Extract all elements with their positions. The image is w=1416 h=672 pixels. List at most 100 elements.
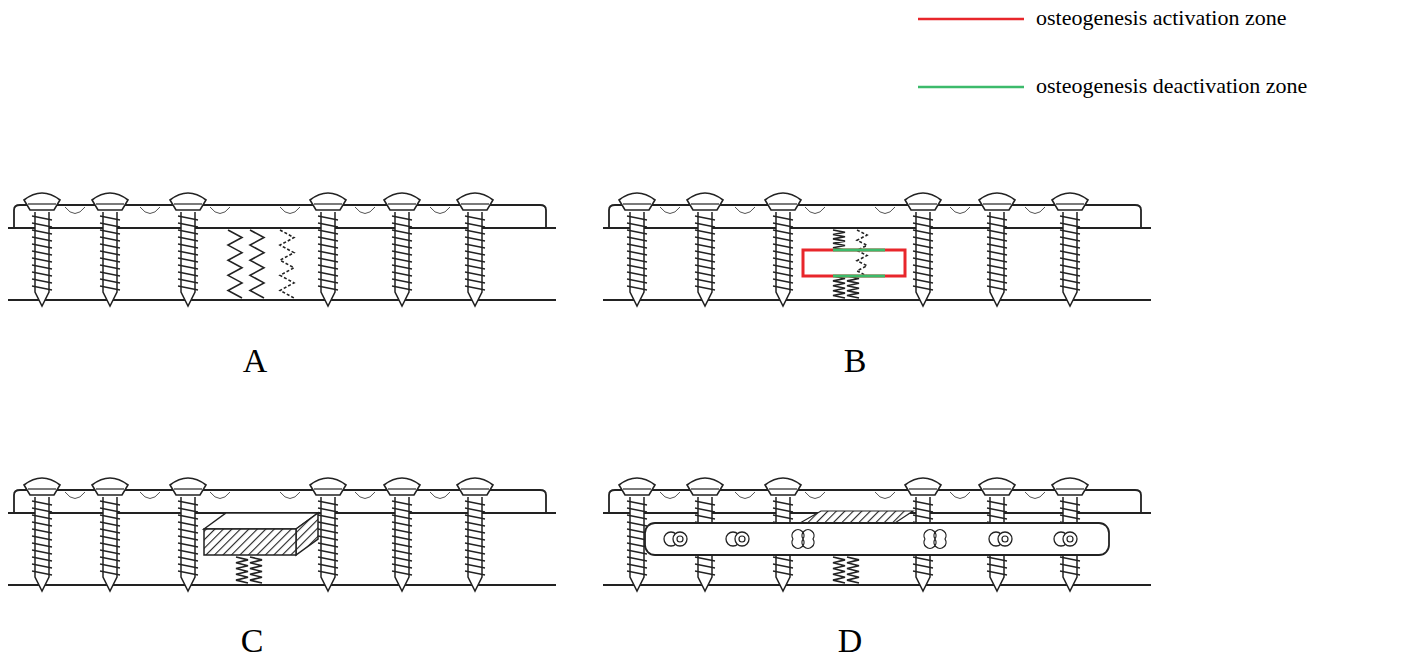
stroke: [178, 557, 198, 561]
stroke: [392, 543, 412, 547]
deactivation-zone: [833, 249, 885, 252]
stroke: [987, 515, 1007, 519]
stroke: [100, 564, 120, 568]
screw-head: [1002, 536, 1008, 542]
fracture-line: [250, 557, 262, 583]
screw-head: [979, 478, 1015, 495]
stroke: [465, 279, 485, 283]
stroke: [773, 557, 793, 561]
stroke: [691, 488, 719, 489]
plate-hole: [792, 530, 814, 549]
stroke: [950, 207, 970, 214]
stroke: [627, 522, 647, 526]
stroke: [318, 557, 338, 561]
stroke: [178, 543, 198, 547]
stroke: [178, 223, 198, 227]
stroke: [987, 244, 1007, 248]
screw-head: [765, 478, 801, 495]
stroke: [1060, 216, 1080, 220]
stroke: [773, 265, 793, 269]
stroke: [318, 508, 338, 512]
stroke: [735, 492, 755, 499]
stroke: [178, 279, 198, 283]
stroke: [773, 508, 793, 512]
stroke: [695, 557, 715, 561]
stroke: [987, 230, 1007, 234]
stroke: [773, 501, 793, 505]
stroke: [392, 508, 412, 512]
stroke: [178, 522, 198, 526]
stroke: [987, 223, 1007, 227]
stroke: [1060, 501, 1080, 505]
stroke: [392, 251, 412, 255]
stroke: [913, 515, 933, 519]
stroke: [627, 543, 647, 547]
stroke: [913, 216, 933, 220]
stroke: [1056, 203, 1084, 204]
stroke: [65, 207, 85, 214]
stroke: [627, 279, 647, 283]
stroke: [178, 550, 198, 554]
stroke: [32, 508, 52, 512]
stroke: [627, 550, 647, 554]
legend-text: osteogenesis deactivation zone: [1036, 73, 1307, 99]
stroke: [430, 492, 450, 499]
stroke: [465, 501, 485, 505]
fracture-line: [857, 230, 867, 276]
stroke: [627, 216, 647, 220]
stroke: [178, 244, 198, 248]
stroke: [32, 279, 52, 283]
stroke: [627, 230, 647, 234]
stroke: [100, 515, 120, 519]
stroke: [695, 230, 715, 234]
stroke: [392, 501, 412, 505]
stroke: [318, 251, 338, 255]
stroke: [1060, 571, 1080, 575]
stroke: [913, 230, 933, 234]
stroke: [913, 564, 933, 568]
stroke: [983, 203, 1011, 204]
stroke: [178, 571, 198, 575]
stroke: [318, 244, 338, 248]
stroke: [318, 550, 338, 554]
activation-zone: [803, 250, 905, 276]
fracture-line: [228, 230, 242, 298]
screw-head: [170, 193, 206, 210]
stroke: [1060, 258, 1080, 262]
stroke: [178, 515, 198, 519]
stroke: [691, 203, 719, 204]
stroke: [913, 251, 933, 255]
stroke: [392, 279, 412, 283]
screw-head: [1052, 193, 1088, 210]
panel-label: A: [243, 342, 268, 380]
stroke: [178, 564, 198, 568]
panel-label: B: [844, 342, 867, 380]
stroke: [100, 251, 120, 255]
stroke: [773, 244, 793, 248]
panel-d: [603, 478, 1151, 591]
stroke: [388, 203, 416, 204]
stroke: [465, 564, 485, 568]
stroke: [773, 571, 793, 575]
stroke: [461, 488, 489, 489]
stroke: [392, 216, 412, 220]
stroke: [314, 203, 342, 204]
stroke: [100, 571, 120, 575]
stroke: [100, 279, 120, 283]
stroke: [695, 216, 715, 220]
stroke: [913, 258, 933, 262]
stroke: [773, 258, 793, 262]
stroke: [987, 272, 1007, 276]
stroke: [318, 258, 338, 262]
stroke: [695, 564, 715, 568]
stroke: [695, 501, 715, 505]
stroke: [1060, 237, 1080, 241]
stroke: [773, 251, 793, 255]
stroke: [465, 522, 485, 526]
stroke: [627, 237, 647, 241]
stroke: [735, 207, 755, 214]
stroke: [695, 223, 715, 227]
screw-head: [310, 193, 346, 210]
stroke: [695, 251, 715, 255]
stroke: [280, 207, 300, 214]
